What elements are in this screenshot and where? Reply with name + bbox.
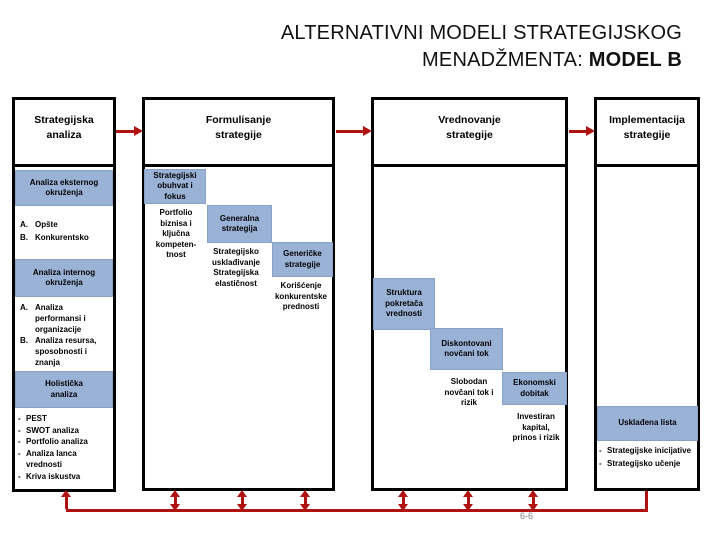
header-strategy-evaluation: Vrednovanje strategije xyxy=(438,114,501,141)
double-arrow-icon xyxy=(170,490,181,511)
list-item: -Kriva iskustva xyxy=(18,471,81,481)
text-strategic-alignment: Strategijsko usklađivanje Strategijska e… xyxy=(211,247,261,288)
flow-arrow-icon xyxy=(569,130,587,133)
list-item: A.Opšte xyxy=(20,220,58,229)
slide-title-line1: ALTERNATIVNI MODELI STRATEGIJSKOG xyxy=(280,22,682,44)
box-generic-strategies: Generičke strategije xyxy=(272,242,333,277)
box-value-driver-structure: Struktura pokretača vrednosti xyxy=(373,278,435,330)
list-item: -SWOT analiza xyxy=(18,425,79,435)
header-divider xyxy=(594,164,700,167)
feedback-up-arrowhead-icon xyxy=(61,490,71,497)
text-portfolio-competence: Portfolio biznisa i ključna kompeten- tn… xyxy=(155,208,197,259)
internal-analysis-list: A.Analiza performansi i organizacije B.A… xyxy=(20,302,114,368)
double-arrow-icon xyxy=(237,490,248,511)
flow-arrowhead-icon xyxy=(363,126,372,136)
double-arrow-icon xyxy=(398,490,409,511)
box-internal-environment-analysis: Analiza internog okruženja xyxy=(15,259,113,297)
list-item: A.Analiza performansi i organizacije xyxy=(20,303,86,334)
box-discounted-cash-flow: Diskontovani novčani tok xyxy=(430,328,503,370)
text-invested-capital: Investiran kapital, prinos i rizik xyxy=(512,412,560,442)
feedback-right-stem xyxy=(645,491,648,509)
feedback-line xyxy=(66,509,648,512)
double-arrow-icon xyxy=(300,490,311,511)
list-item: B.Konkurentsko xyxy=(20,233,89,242)
analysis-tools-list: -PEST -SWOT analiza -Portfolio analiza -… xyxy=(18,413,113,482)
text-free-cash-flow-risk: Slobodan novčani tok i rizik xyxy=(444,377,494,407)
feedback-left-stem xyxy=(65,497,68,509)
page-number: 6-6 xyxy=(520,511,534,521)
header-strategy-implementation: Implementacija strategije xyxy=(609,114,685,141)
header-strategy-formulation: Formulisanje strategije xyxy=(205,114,272,141)
box-strategic-scope-focus: Strategijski obuhvat i fokus xyxy=(144,169,206,204)
list-item: -Analiza lanca vrednosti xyxy=(18,448,77,470)
flow-arrow-icon xyxy=(336,130,364,133)
slide-title-line2: MENADŽMENTA: MODEL B xyxy=(422,49,682,71)
list-item: B.Analiza resursa, sposobnosti i znanja xyxy=(20,336,97,367)
box-economic-profit: Ekonomski dobitak xyxy=(502,372,567,405)
box-balanced-scorecard: Usklađena lista xyxy=(597,406,698,441)
slide-title: ALTERNATIVNI MODELI STRATEGIJSKOG MENADŽ… xyxy=(281,20,682,74)
header-strategic-analysis: Strategijska analiza xyxy=(34,114,94,141)
double-arrow-icon xyxy=(463,490,474,511)
box-general-strategy: Generalna strategija xyxy=(207,205,272,243)
flow-arrowhead-icon xyxy=(134,126,143,136)
list-item: -PEST xyxy=(18,414,47,423)
model-b-label: MODEL B xyxy=(588,49,682,71)
double-arrow-icon xyxy=(528,490,539,511)
flow-arrow-icon xyxy=(116,130,135,133)
list-item: -Strategijsko učenje xyxy=(599,459,681,468)
header-divider xyxy=(142,164,335,167)
list-item: -Strategijske inicijative xyxy=(599,446,692,455)
header-divider xyxy=(371,164,568,167)
box-holistic-analysis: Holistička analiza xyxy=(15,371,113,408)
box-external-environment-analysis: Analiza eksternog okruženja xyxy=(15,170,113,206)
column-strategy-formulation xyxy=(142,97,335,491)
header-divider xyxy=(12,164,116,167)
flow-arrowhead-icon xyxy=(586,126,595,136)
list-item: -Portfolio analiza xyxy=(18,437,88,446)
implementation-list: -Strategijske inicijative -Strategijsko … xyxy=(599,444,699,470)
text-competitive-advantage: Korišćenje konkurentske prednosti xyxy=(274,281,328,311)
external-analysis-list: A.Opšte B.Konkurentsko xyxy=(20,218,112,244)
